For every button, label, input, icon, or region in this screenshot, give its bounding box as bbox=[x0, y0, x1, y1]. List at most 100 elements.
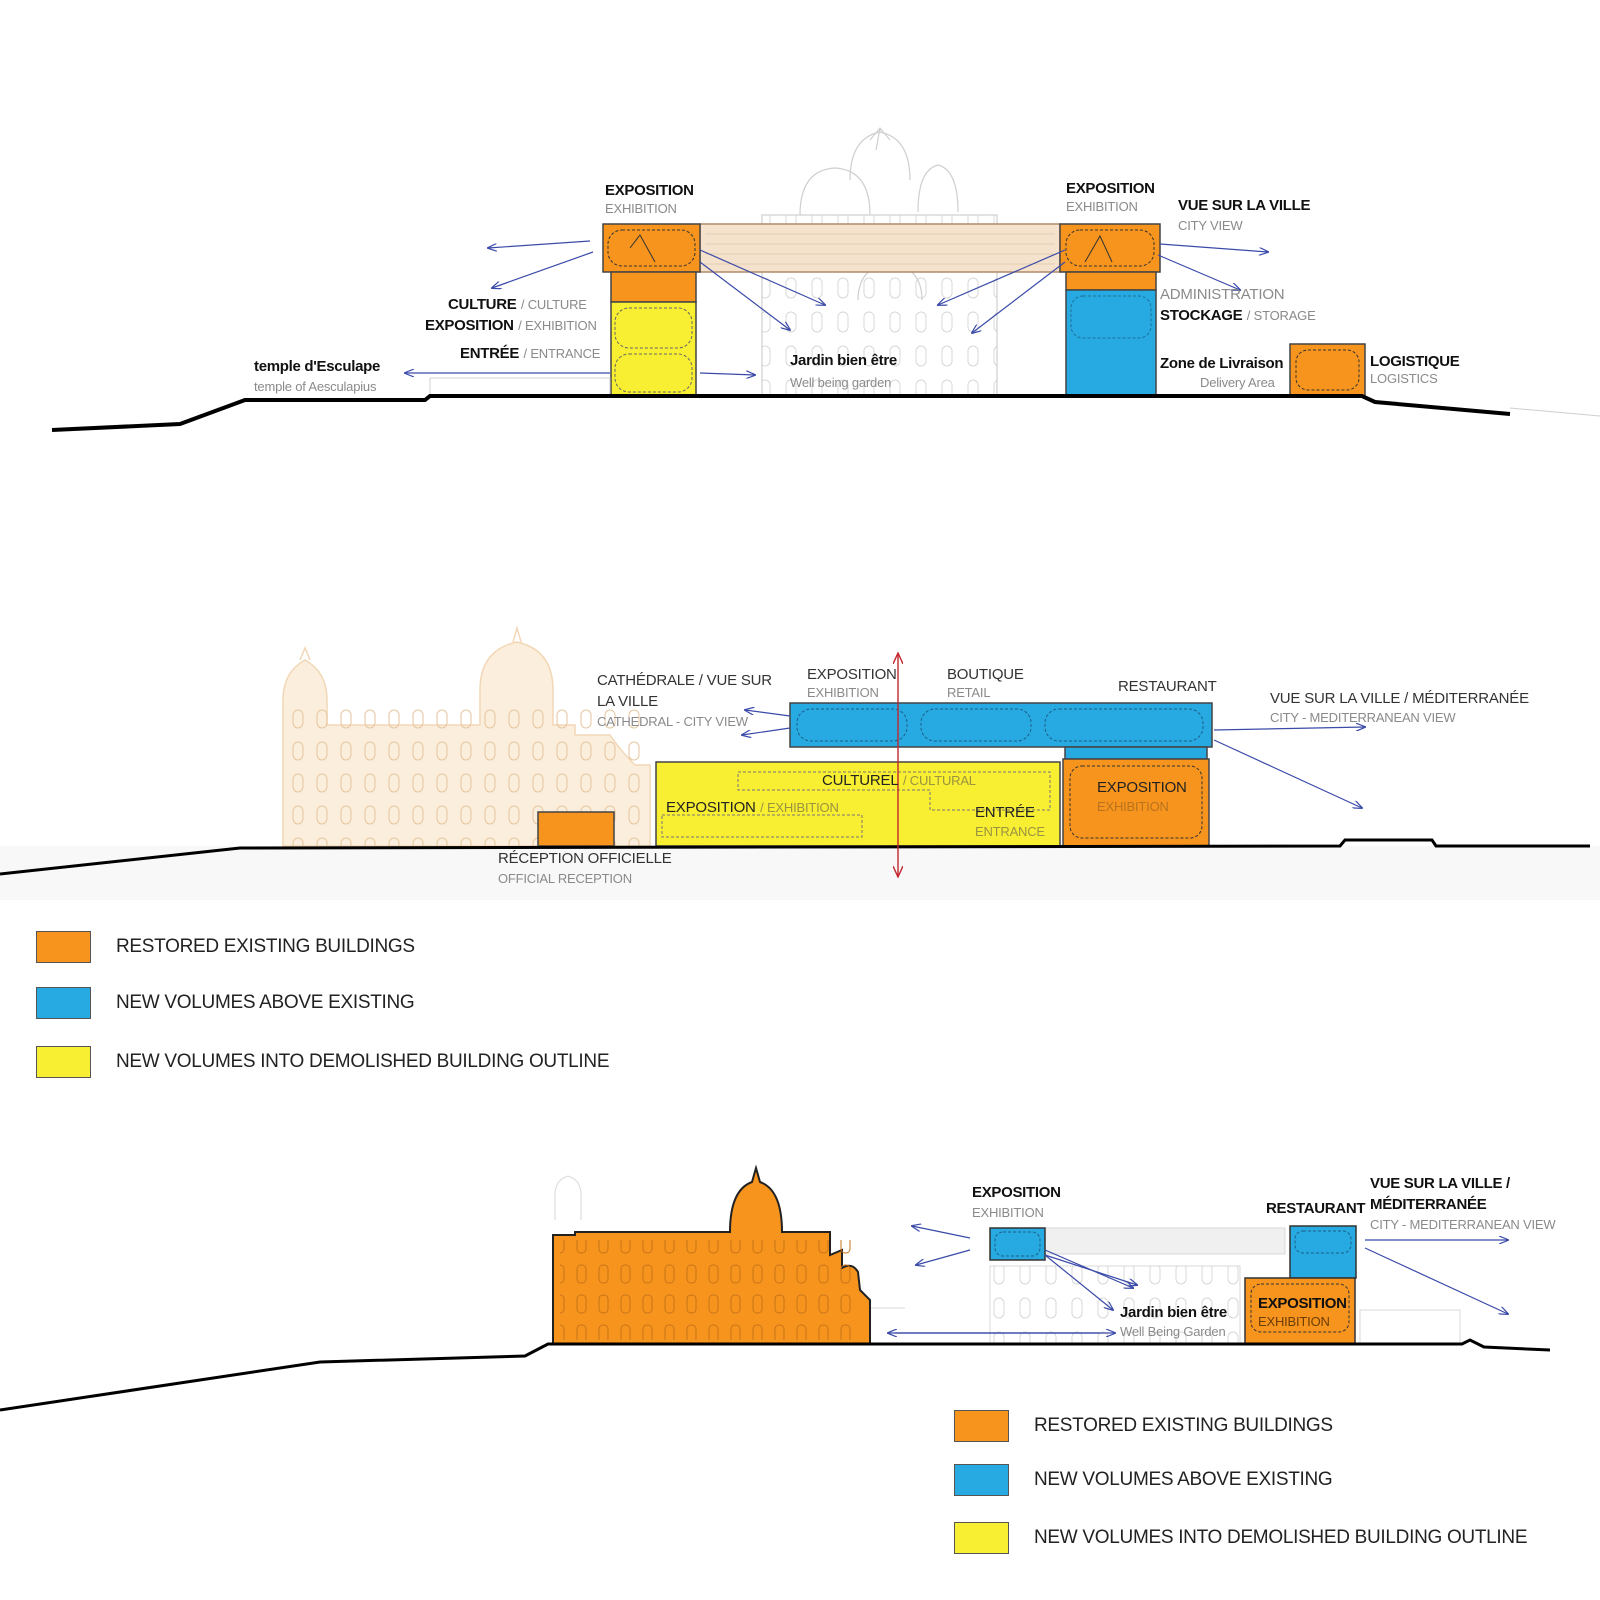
s1-expo-right-sub: EXHIBITION bbox=[1066, 199, 1138, 214]
s2-exposition-sub: / EXHIBITION bbox=[760, 800, 839, 815]
section2-yellow-inner bbox=[737, 771, 1051, 811]
section1-bridge-lines bbox=[705, 233, 1055, 265]
section2-ghost-cathedral bbox=[282, 625, 651, 847]
s2-expo-label: EXPOSITION bbox=[807, 666, 897, 683]
s3-vue-label-2: MÉDITERRANÉE bbox=[1370, 1196, 1487, 1213]
legend-2-new-above-label: NEW VOLUMES ABOVE EXISTING bbox=[1034, 1469, 1333, 1490]
s3-expo-label: EXPOSITION bbox=[972, 1184, 1061, 1201]
s1-vue-sub: CITY VIEW bbox=[1178, 218, 1243, 233]
section1-bridge bbox=[699, 223, 1061, 273]
s2-entree-label: ENTRÉE bbox=[975, 804, 1035, 821]
section2-blue-inner-3 bbox=[1044, 708, 1204, 742]
s1-culture-row: CULTURE / CULTURE bbox=[448, 297, 587, 314]
section-1 bbox=[51, 127, 1600, 432]
section1-logistics-block bbox=[1289, 343, 1366, 397]
section1-left-yellow-inner-1 bbox=[614, 307, 693, 349]
section2-blue-inner-1 bbox=[796, 708, 908, 742]
s1-entree-sub: / ENTRANCE bbox=[523, 346, 601, 361]
section1-left-yellow-block bbox=[610, 301, 697, 398]
s2-cathedrale-label-2: LA VILLE bbox=[597, 693, 658, 710]
section3-restaurant-inner bbox=[1294, 1230, 1352, 1254]
section3-restored-cathedral bbox=[552, 1164, 871, 1345]
s3-expo-box-sub: EXHIBITION bbox=[1258, 1314, 1330, 1329]
s2-vue-sub: CITY - MEDITERRANEAN VIEW bbox=[1270, 710, 1456, 725]
s2-culturel-label: CULTUREL bbox=[822, 772, 899, 789]
s3-jardin-sub: Well Being Garden bbox=[1120, 1324, 1226, 1339]
section2-orange-block bbox=[1062, 758, 1210, 847]
legend-2-new-demolished-swatch bbox=[954, 1522, 1009, 1554]
s3-jardin-label: Jardin bien être bbox=[1120, 1304, 1227, 1321]
s1-vue-label: VUE SUR LA VILLE bbox=[1178, 197, 1311, 214]
s2-reception-sub: OFFICIAL RECEPTION bbox=[498, 871, 632, 886]
section1-logistics-inner bbox=[1295, 349, 1360, 391]
section3-ghost-facade bbox=[554, 1175, 1461, 1345]
s1-expo-right-label: EXPOSITION bbox=[1066, 180, 1155, 197]
s2-reception-label: RÉCEPTION OFFICIELLE bbox=[498, 850, 672, 867]
section2-blue-inner-2 bbox=[920, 708, 1032, 742]
section-2 bbox=[0, 625, 1600, 900]
legend-2-restored: RESTORED EXISTING BUILDINGS bbox=[954, 1410, 1333, 1442]
s1-culture-label: CULTURE bbox=[448, 296, 517, 313]
section3-restaurant-block bbox=[1289, 1225, 1357, 1279]
section1-right-connector bbox=[1065, 271, 1157, 291]
s1-jardin-sub: Well being garden bbox=[790, 375, 892, 390]
section3-exhibition-inner bbox=[994, 1231, 1041, 1257]
section1-left-connector bbox=[610, 271, 697, 303]
s2-culturel-sub: / CULTURAL bbox=[902, 773, 976, 788]
section1-left-exhibition-inner bbox=[607, 229, 696, 267]
section3-orange-exhibition-inner bbox=[1250, 1283, 1350, 1333]
section1-right-blue-inner bbox=[1070, 295, 1152, 339]
section3-orange-exhibition-block bbox=[1244, 1277, 1356, 1345]
legend-1-new-above: NEW VOLUMES ABOVE EXISTING bbox=[36, 987, 415, 1019]
legend-2-new-demolished-label: NEW VOLUMES INTO DEMOLISHED BUILDING OUT… bbox=[1034, 1527, 1528, 1548]
s2-vue-label: VUE SUR LA VILLE / MÉDITERRANÉE bbox=[1270, 690, 1529, 707]
s1-temple-sub: temple of Aesculapius bbox=[254, 379, 377, 394]
s2-expo-box-sub: EXHIBITION bbox=[1097, 799, 1169, 814]
s2-boutique-sub: RETAIL bbox=[947, 685, 991, 700]
legend-2-restored-swatch bbox=[954, 1410, 1009, 1442]
section3-exhibition-block bbox=[989, 1227, 1046, 1261]
s2-culturel-row: CULTUREL / CULTURAL bbox=[822, 773, 976, 790]
legend-1-new-above-label: NEW VOLUMES ABOVE EXISTING bbox=[116, 992, 415, 1013]
s2-expo-box-label: EXPOSITION bbox=[1097, 779, 1187, 796]
section2-view-arrows bbox=[742, 710, 1365, 808]
s3-expo-box-label: EXPOSITION bbox=[1258, 1295, 1347, 1312]
legend-1-restored-label: RESTORED EXISTING BUILDINGS bbox=[116, 936, 415, 957]
legend-1-new-demolished: NEW VOLUMES INTO DEMOLISHED BUILDING OUT… bbox=[36, 1046, 610, 1078]
s1-temple-label: temple d'Esculape bbox=[254, 358, 381, 375]
s1-jardin-label: Jardin bien être bbox=[790, 352, 897, 369]
section1-annex bbox=[429, 377, 611, 397]
s1-stockage-label: STOCKAGE bbox=[1160, 307, 1243, 324]
section1-ground-extension bbox=[1509, 407, 1600, 417]
s2-boutique-label: BOUTIQUE bbox=[947, 666, 1024, 683]
s2-cathedrale-label-1: CATHÉDRALE / VUE SUR bbox=[597, 672, 772, 689]
legend-1-new-demolished-label: NEW VOLUMES INTO DEMOLISHED BUILDING OUT… bbox=[116, 1051, 610, 1072]
section2-yellow-block bbox=[655, 761, 1061, 847]
s1-entree-label: ENTRÉE bbox=[460, 345, 520, 362]
section1-right-blue-block bbox=[1065, 289, 1157, 397]
legend-1-new-demolished-swatch bbox=[36, 1046, 91, 1078]
section2-ground-shade bbox=[0, 846, 1600, 900]
s1-stockage-row: STOCKAGE / STORAGE bbox=[1160, 308, 1316, 325]
s1-livraison-label: Zone de Livraison bbox=[1160, 355, 1284, 372]
s1-expo-left-label: EXPOSITION bbox=[605, 182, 694, 199]
legend-2-new-above: NEW VOLUMES ABOVE EXISTING bbox=[954, 1464, 1333, 1496]
s1-admin-label: ADMINISTRATION bbox=[1160, 286, 1285, 303]
s1-entree-row: ENTRÉE / ENTRANCE bbox=[460, 346, 600, 363]
section2-ground-line bbox=[0, 838, 1590, 876]
s3-restaurant-label: RESTAURANT bbox=[1266, 1200, 1366, 1217]
legend-2-new-above-swatch bbox=[954, 1464, 1009, 1496]
section3-ground-line bbox=[0, 1338, 1551, 1412]
section2-yellow-inner-2 bbox=[661, 814, 863, 838]
s1-livraison-sub: Delivery Area bbox=[1200, 375, 1275, 390]
section1-right-stair bbox=[1084, 234, 1113, 263]
section2-reception-block bbox=[537, 811, 615, 847]
section2-blue-support bbox=[1064, 746, 1208, 760]
s1-stockage-sub: / STORAGE bbox=[1246, 308, 1316, 323]
legend-2-new-demolished: NEW VOLUMES INTO DEMOLISHED BUILDING OUT… bbox=[954, 1522, 1528, 1554]
s2-restaurant-label: RESTAURANT bbox=[1118, 678, 1217, 695]
s2-exposition-row: EXPOSITION / EXHIBITION bbox=[666, 800, 839, 817]
s2-cathedrale-sub: CATHEDRAL - CITY VIEW bbox=[597, 714, 748, 729]
